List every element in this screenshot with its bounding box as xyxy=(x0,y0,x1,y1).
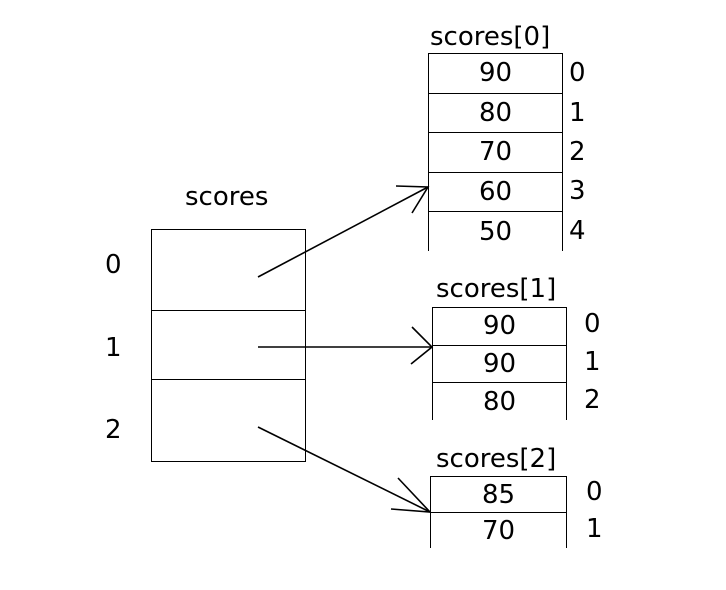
inner-array-2-cell-0: 85 xyxy=(431,477,566,513)
outer-array-title: scores xyxy=(185,182,269,212)
inner-array-2-index-0: 0 xyxy=(586,477,603,507)
inner-array-1-title: scores[1] xyxy=(436,274,557,304)
inner-array-0-index-4: 4 xyxy=(569,216,586,246)
inner-array-1-index-1: 1 xyxy=(584,347,601,377)
inner-array-0-index-1: 1 xyxy=(569,98,586,128)
inner-array-0-box: 90 80 70 60 50 xyxy=(428,53,563,252)
inner-array-1-cell-1: 90 xyxy=(433,345,566,383)
inner-array-1-box: 90 90 80 xyxy=(432,307,567,421)
inner-array-0-index-3: 3 xyxy=(569,176,586,206)
outer-array-cell-0 xyxy=(152,230,305,311)
inner-array-0-cell-0: 90 xyxy=(429,54,562,94)
inner-array-2-title: scores[2] xyxy=(436,444,557,474)
outer-array-cell-2 xyxy=(152,380,305,461)
outer-array-cell-1 xyxy=(152,311,305,380)
inner-array-2-index-1: 1 xyxy=(586,514,603,544)
inner-array-0-title: scores[0] xyxy=(430,22,551,52)
inner-array-0-cell-2: 70 xyxy=(429,133,562,173)
inner-array-1-index-2: 2 xyxy=(584,385,601,415)
inner-array-0-cell-4: 50 xyxy=(429,212,562,252)
inner-array-0-index-0: 0 xyxy=(569,58,586,88)
inner-array-2-box: 85 70 xyxy=(430,476,567,549)
inner-array-2-cell-1: 70 xyxy=(431,513,566,549)
inner-array-0-cell-1: 80 xyxy=(429,93,562,134)
inner-array-1-cell-0: 90 xyxy=(433,308,566,346)
outer-index-label-1: 1 xyxy=(105,333,122,363)
inner-array-1-cell-2: 80 xyxy=(433,383,566,421)
inner-array-0-cell-3: 60 xyxy=(429,172,562,213)
inner-array-0-index-2: 2 xyxy=(569,137,586,167)
outer-index-label-2: 2 xyxy=(105,415,122,445)
inner-array-1-index-0: 0 xyxy=(584,309,601,339)
outer-index-label-0: 0 xyxy=(105,250,122,280)
outer-array-box xyxy=(151,229,306,462)
